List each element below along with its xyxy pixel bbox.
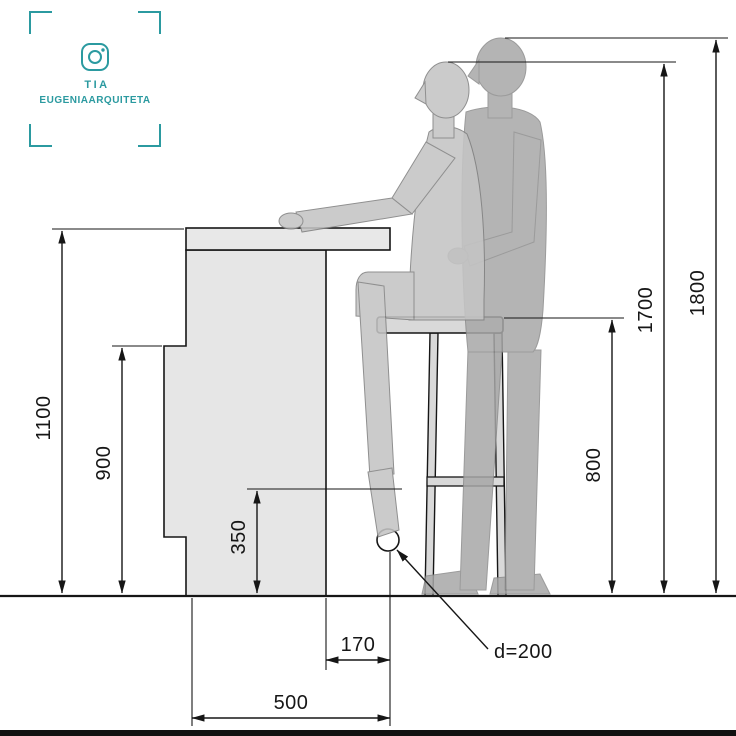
dimension-label-1700: 1700: [635, 287, 657, 334]
dimension-labels: 1100 900 350 800 1700 1800 170 500 d=200: [33, 270, 709, 714]
counter-top-slab: [185, 227, 391, 251]
leader-line-d200: [396, 549, 489, 650]
standing-nose: [467, 58, 480, 85]
watermark: TIA EUGENIAARQUITETA: [29, 11, 161, 147]
dimension-label-800: 800: [583, 448, 605, 483]
watermark-line2: EUGENIAARQUITETA: [39, 95, 150, 106]
dimension-lines: [58, 39, 720, 722]
standing-head: [475, 37, 527, 97]
seated-person-silhouette: [278, 61, 485, 538]
dimension-label-1800: 1800: [687, 270, 709, 317]
frame-corner-bottom-left: [29, 124, 52, 147]
viewfinder-frame: [29, 11, 161, 147]
watermark-line1: TIA: [84, 79, 109, 91]
seated-forearm: [295, 197, 414, 233]
dimension-label-500: 500: [274, 692, 309, 714]
bottom-border-bar: [0, 730, 736, 736]
instagram-icon: [81, 43, 109, 71]
seated-lower-leg: [357, 281, 395, 479]
frame-corner-bottom-right: [138, 124, 161, 147]
stool-front-leg: [424, 332, 439, 597]
dimension-label-350: 350: [228, 520, 250, 555]
counter-body: [163, 249, 327, 597]
seated-hand: [278, 212, 304, 230]
dimension-label-900: 900: [93, 446, 115, 481]
standing-rear-leg: [504, 349, 542, 591]
seated-foot: [367, 467, 400, 538]
dimension-label-170: 170: [341, 634, 376, 656]
frame-corner-top-left: [29, 11, 52, 34]
seated-head: [422, 61, 470, 119]
seated-nose: [414, 80, 427, 105]
bar-counter: [163, 227, 391, 597]
extension-lines: [52, 37, 728, 726]
frame-corner-top-right: [138, 11, 161, 34]
dimension-label-1100: 1100: [33, 395, 55, 440]
dimension-label-d200: d=200: [494, 641, 553, 663]
